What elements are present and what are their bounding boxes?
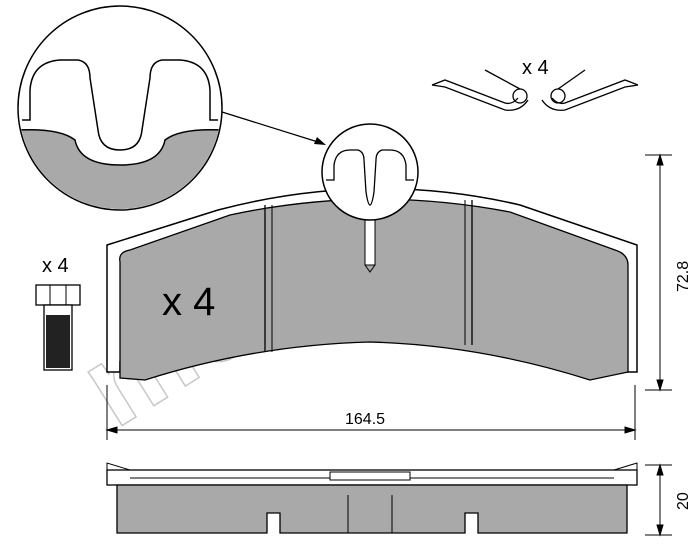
sensor-magnifier	[321, 123, 419, 221]
detail-magnifier	[17, 5, 223, 211]
bolt	[35, 284, 81, 371]
clip-quantity: x 4	[522, 57, 549, 79]
thickness-dimension	[645, 463, 672, 537]
pad-quantity: x 4	[162, 280, 215, 324]
callout-arrow	[221, 111, 319, 143]
bolt-quantity: x 4	[42, 255, 69, 277]
retaining-clip	[431, 69, 639, 111]
arrow-head-icon	[314, 137, 326, 145]
height-dimension	[645, 153, 672, 392]
height-label: 72.8	[675, 261, 692, 292]
thickness-label: 20	[675, 492, 692, 510]
brake-pad-front	[106, 187, 638, 381]
width-label: 164.5	[345, 411, 385, 428]
width-dimension	[105, 385, 637, 440]
brake-pad-side	[106, 462, 638, 534]
